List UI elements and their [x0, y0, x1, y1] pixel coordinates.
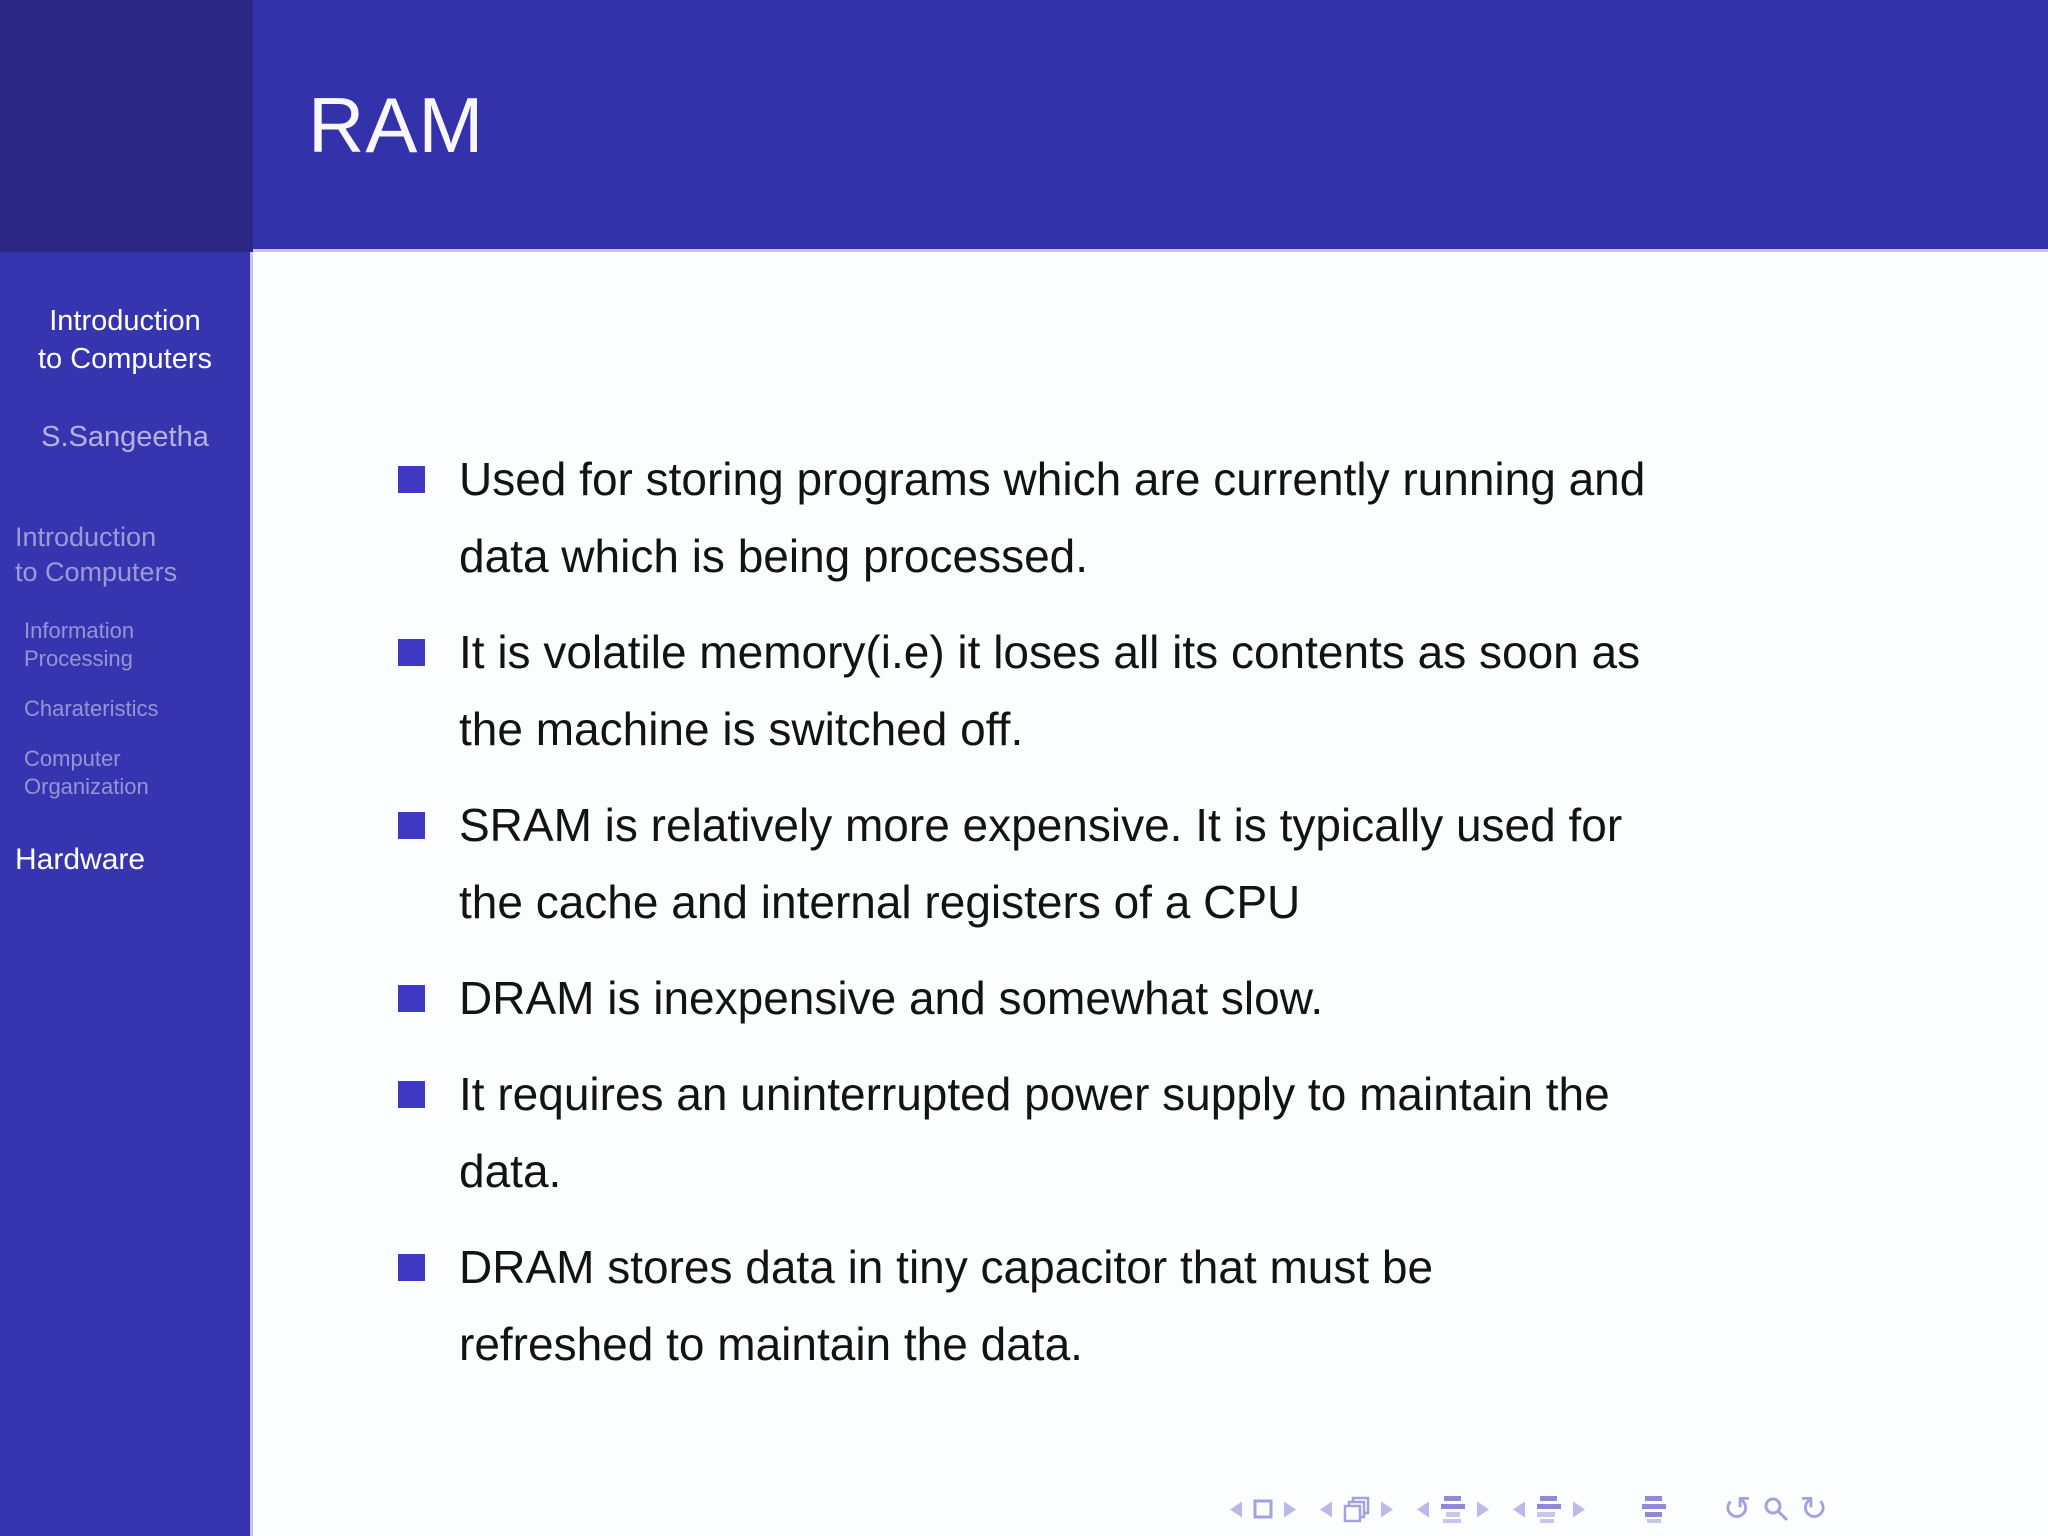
list-item: DRAM stores data in tiny capacitor that … — [398, 1229, 2008, 1383]
sidebar-item-information-processing[interactable]: Information Processing — [24, 617, 135, 671]
beamer-navigation-bar: ↺ ↻ — [1230, 1489, 1829, 1529]
list-item: DRAM is inexpensive and somewhat slow. — [398, 960, 2008, 1037]
bullet-square-icon — [398, 1254, 425, 1281]
history-search-group: ↺ ↻ — [1723, 1489, 1829, 1529]
next-subsection-icon[interactable] — [1477, 1501, 1489, 1518]
slide-body: Used for storing programs which are curr… — [256, 255, 2048, 1536]
bullet-text: SRAM is relatively more expensive. It is… — [459, 799, 1623, 928]
list-item: It requires an uninterrupted power suppl… — [398, 1056, 2008, 1210]
sidebar-nav: Introduction to Computers Information Pr… — [0, 454, 250, 879]
bullet-text: It is volatile memory(i.e) it loses all … — [459, 626, 1641, 755]
sidebar-item-charateristics[interactable]: Charateristics — [24, 696, 159, 722]
prev-frame-icon[interactable] — [1320, 1501, 1332, 1518]
prev-slide-icon[interactable] — [1230, 1501, 1242, 1518]
bullet-text: It requires an uninterrupted power suppl… — [459, 1068, 1610, 1197]
bullet-text: DRAM is inexpensive and somewhat slow. — [459, 972, 1324, 1024]
frames-icon[interactable] — [1343, 1496, 1370, 1523]
sidebar-section-introduction[interactable]: Introduction to Computers — [15, 521, 178, 587]
bullet-square-icon — [398, 1081, 425, 1108]
frame-nav-group — [1320, 1496, 1393, 1523]
bullet-square-icon — [398, 812, 425, 839]
sidebar-section-hardware[interactable]: Hardware — [15, 842, 146, 876]
subsection-nav-group — [1417, 1495, 1489, 1523]
section-nav-group — [1513, 1495, 1585, 1523]
bullet-text: DRAM stores data in tiny capacitor that … — [459, 1241, 1434, 1370]
bullet-square-icon — [398, 466, 425, 493]
search-icon[interactable] — [1763, 1496, 1789, 1522]
prev-subsection-icon[interactable] — [1417, 1501, 1429, 1518]
next-section-icon[interactable] — [1573, 1501, 1585, 1518]
outline-group — [1641, 1495, 1667, 1523]
slide-nav-group — [1230, 1499, 1296, 1519]
bullet-text: Used for storing programs which are curr… — [459, 453, 1646, 582]
next-frame-icon[interactable] — [1381, 1501, 1393, 1518]
next-slide-icon[interactable] — [1284, 1501, 1296, 1518]
slide-header: RAM — [253, 0, 2048, 252]
slide-icon[interactable] — [1253, 1499, 1273, 1519]
author-name: S.Sangeetha — [41, 420, 209, 453]
forward-icon[interactable]: ↻ — [1799, 1489, 1829, 1529]
back-icon[interactable]: ↺ — [1723, 1489, 1752, 1529]
frame-title: RAM — [308, 80, 485, 169]
list-item: Used for storing programs which are curr… — [398, 441, 2008, 595]
bullet-list: Used for storing programs which are curr… — [398, 441, 2008, 1383]
list-item: It is volatile memory(i.e) it loses all … — [398, 614, 2008, 768]
sidebar-corner-block — [0, 0, 253, 252]
bullet-square-icon — [398, 639, 425, 666]
outline-icon[interactable] — [1641, 1495, 1667, 1523]
subsection-list-icon[interactable] — [1440, 1495, 1466, 1523]
prev-section-icon[interactable] — [1513, 1501, 1525, 1518]
list-item: SRAM is relatively more expensive. It is… — [398, 787, 2008, 941]
sidebar-item-computer-organization[interactable]: Computer Organization — [24, 746, 149, 800]
sidebar: Introduction to Computers S.Sangeetha In… — [0, 252, 253, 1536]
bullet-square-icon — [398, 985, 425, 1012]
presentation-title: Introduction to Computers — [37, 305, 213, 376]
section-list-icon[interactable] — [1536, 1495, 1562, 1523]
